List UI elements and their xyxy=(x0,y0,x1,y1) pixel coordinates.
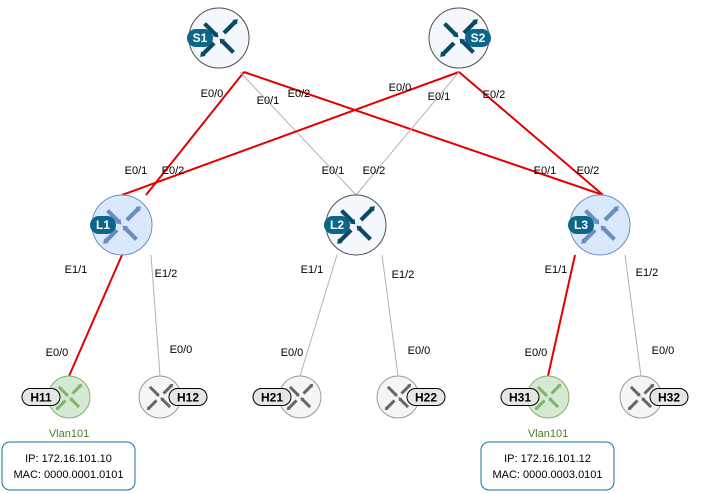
h31-label: H31 xyxy=(509,391,531,405)
device-h32[interactable]: H32 xyxy=(619,375,689,419)
port-label-l3-E0-2: E0/2 xyxy=(577,165,600,177)
l2-badge: L2 xyxy=(324,216,350,234)
port-label-l2-E1-2: E1/2 xyxy=(392,269,415,281)
h22-name-pill: H22 xyxy=(406,388,446,406)
port-labels-layer: E0/0E0/1E0/1E0/1E0/2E0/1E0/0E0/2E0/1E0/2… xyxy=(46,82,675,359)
port-label-l1-E0-2: E0/2 xyxy=(162,165,185,177)
h11-label: H11 xyxy=(30,391,52,405)
port-label-s2-E0-2: E0/2 xyxy=(483,89,506,101)
router-icon xyxy=(146,383,174,411)
port-label-l1-E1-1: E1/1 xyxy=(65,264,88,276)
h11-ip-text: IP: 172.16.101.10 xyxy=(25,453,112,465)
h11-name-pill: H11 xyxy=(21,388,61,406)
device-h12[interactable]: H12 xyxy=(138,375,208,419)
h11-vlan-label: Vlan101 xyxy=(49,428,89,440)
l3-label: L3 xyxy=(574,218,588,232)
s1-badge: S1 xyxy=(187,29,213,47)
router-icon xyxy=(337,206,375,244)
link-s2-l3 xyxy=(458,71,604,196)
router-icon xyxy=(286,383,314,411)
h31-name-pill: H31 xyxy=(500,388,540,406)
port-label-s1-E0-0: E0/0 xyxy=(201,88,224,100)
l1-label: L1 xyxy=(96,218,110,232)
h31-mac-text: MAC: 0000.0003.0101 xyxy=(492,469,602,481)
port-label-l3-E1-1: E1/1 xyxy=(545,264,568,276)
device-l3[interactable]: L3 xyxy=(568,194,631,256)
port-label-h31-E0-0: E0/0 xyxy=(525,347,548,359)
h32-label: H32 xyxy=(658,391,680,405)
s2-badge: S2 xyxy=(465,29,491,47)
h31-vlan-label: Vlan101 xyxy=(528,428,568,440)
link-l1-h11 xyxy=(68,254,123,377)
link-s1-l2 xyxy=(239,71,357,196)
port-label-h21-E0-0: E0/0 xyxy=(281,347,304,359)
s2-label: S2 xyxy=(471,31,486,45)
h22-label: H22 xyxy=(415,391,437,405)
s1-label: S1 xyxy=(193,31,208,45)
port-label-l2-E0-1: E0/1 xyxy=(322,165,345,177)
link-s1-l3 xyxy=(243,71,604,196)
device-h21[interactable]: H21 xyxy=(252,375,322,419)
port-label-l3-E1-2: E1/2 xyxy=(636,267,659,279)
port-label-h32-E0-0: E0/0 xyxy=(652,345,675,357)
link-s1-l1 xyxy=(145,71,245,196)
h21-label: H21 xyxy=(261,391,283,405)
h11-mac-text: MAC: 0000.0001.0101 xyxy=(13,469,123,481)
router-icon xyxy=(440,19,478,57)
port-label-l3-E0-1: E0/1 xyxy=(534,165,557,177)
l2-label: L2 xyxy=(330,218,344,232)
router-icon xyxy=(581,206,619,244)
device-s2[interactable]: S2 xyxy=(428,7,491,69)
device-l2[interactable]: L2 xyxy=(324,194,387,256)
port-label-s2-E0-1: E0/1 xyxy=(428,91,451,103)
device-h11[interactable]: H11 xyxy=(21,375,91,419)
h32-name-pill: H32 xyxy=(649,388,689,406)
l3-badge: L3 xyxy=(568,216,594,234)
port-label-l1-E1-2: E1/2 xyxy=(155,268,178,280)
link-l2-h21 xyxy=(299,254,338,377)
port-label-s1-E0-2: E0/2 xyxy=(288,88,311,100)
router-icon xyxy=(384,383,412,411)
link-s2-l2 xyxy=(355,71,460,196)
link-l2-h22 xyxy=(381,254,399,377)
port-label-h22-E0-0: E0/0 xyxy=(408,345,431,357)
port-label-s1-E0-1: E0/1 xyxy=(257,95,280,107)
router-icon xyxy=(534,383,562,411)
port-label-s2-E0-0: E0/0 xyxy=(389,82,412,94)
port-label-h12-E0-0: E0/0 xyxy=(170,344,193,356)
port-label-l2-E1-1: E1/1 xyxy=(301,264,324,276)
h12-label: H12 xyxy=(177,391,199,405)
link-l3-h31 xyxy=(547,254,576,377)
link-l1-h12 xyxy=(150,254,161,377)
links-layer xyxy=(68,71,642,377)
h31-ip-text: IP: 172.16.101.12 xyxy=(504,453,591,465)
h12-name-pill: H12 xyxy=(168,388,208,406)
router-icon xyxy=(200,19,238,57)
h21-name-pill: H21 xyxy=(252,388,292,406)
device-l1[interactable]: L1 xyxy=(90,194,153,256)
l1-badge: L1 xyxy=(90,216,116,234)
link-l3-h32 xyxy=(624,254,642,377)
link-s2-l1 xyxy=(121,71,460,196)
router-icon xyxy=(627,383,655,411)
port-label-l1-E0-1: E0/1 xyxy=(125,165,148,177)
router-icon xyxy=(103,206,141,244)
router-icon xyxy=(55,383,83,411)
port-label-l2-E0-2: E0/2 xyxy=(363,165,386,177)
port-label-h11-E0-0: E0/0 xyxy=(46,347,69,359)
device-h31[interactable]: H31 xyxy=(500,375,570,419)
device-s1[interactable]: S1 xyxy=(187,7,250,69)
device-h22[interactable]: H22 xyxy=(376,375,446,419)
